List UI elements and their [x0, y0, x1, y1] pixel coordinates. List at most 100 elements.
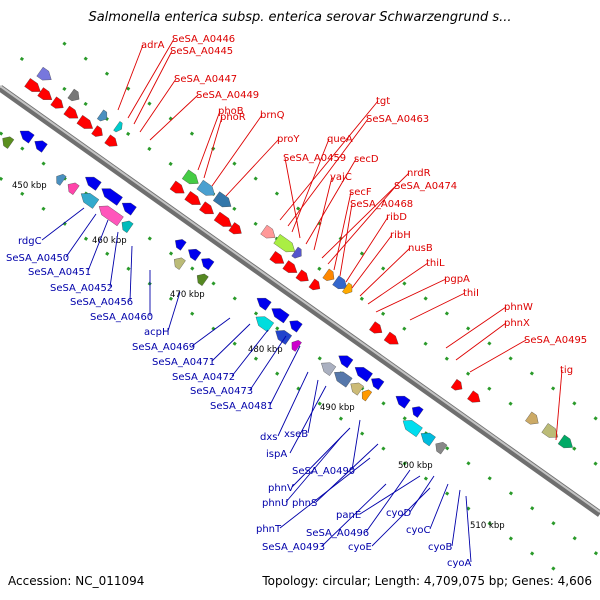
- forward-feature-block: [557, 434, 573, 449]
- forward-gene-arrow: [308, 278, 321, 291]
- forward-feature-block-shape: [342, 282, 353, 295]
- reverse-leader-line: [451, 489, 461, 547]
- guide-dot: [487, 386, 492, 391]
- reverse-gene-arrow: [101, 188, 123, 206]
- reverse-gene-arrow: [19, 130, 35, 144]
- guide-dot: [147, 146, 152, 151]
- forward-gene-arrow-shape: [269, 251, 285, 264]
- forward-gene-arrow-shape: [104, 134, 118, 147]
- guide-dot: [62, 221, 67, 226]
- forward-leader-line: [327, 185, 397, 265]
- reverse-gene-arrow-shape: [256, 297, 272, 311]
- forward-feature-block: [541, 423, 559, 438]
- forward-leader-line: [117, 44, 144, 111]
- forward-gene-label: secD: [354, 154, 379, 165]
- guide-dot: [551, 386, 556, 391]
- forward-leader-line: [133, 50, 173, 125]
- forward-leader-line: [284, 157, 301, 239]
- forward-feature-block: [36, 66, 52, 81]
- forward-gene-label: nusB: [408, 243, 433, 254]
- reverse-leader-line: [167, 291, 181, 332]
- reverse-gene-arrow-shape: [271, 308, 290, 324]
- reverse-leader-line: [249, 335, 287, 391]
- reverse-gene-arrow-shape: [34, 140, 48, 153]
- forward-gene-label: SeSA_A0445: [170, 46, 233, 57]
- reverse-leader-line: [129, 245, 133, 302]
- guide-dot: [317, 356, 322, 361]
- forward-gene-arrow: [213, 211, 232, 227]
- reverse-gene-label: SeSA_A0496: [306, 528, 369, 539]
- genome-backbone: [0, 85, 600, 517]
- guide-dot: [190, 311, 195, 316]
- reverse-gene-arrow: [175, 239, 187, 251]
- reverse-gene-arrow: [121, 202, 137, 216]
- forward-gene-arrow: [295, 269, 309, 282]
- forward-gene-label: brnQ: [260, 110, 285, 121]
- reverse-leader-line: [359, 475, 421, 515]
- reverse-feature-block: [67, 182, 80, 195]
- guide-dot: [232, 341, 237, 346]
- reverse-gene-arrow: [256, 297, 272, 311]
- reverse-leader-line: [429, 483, 449, 530]
- kbp-tick-label: 460 kbp: [92, 236, 127, 246]
- guide-dot: [402, 416, 407, 421]
- reverse-gene-arrow: [354, 367, 373, 383]
- forward-gene-label: SeSA_A0447: [174, 74, 237, 85]
- guide-dot: [380, 311, 386, 316]
- forward-gene-arrow-shape: [228, 222, 242, 235]
- forward-gene-labels: adrASeSA_A0446SeSA_A0445SeSA_A0447SeSA_A…: [117, 34, 587, 441]
- reverse-gene-label: SeSA_A0469: [132, 342, 195, 353]
- kbp-tick-label: 490 kbp: [320, 403, 355, 413]
- forward-feature-block-shape: [322, 268, 335, 281]
- forward-leader-line: [359, 247, 411, 297]
- kbp-tick-label: 510 kbp: [470, 521, 505, 531]
- forward-gene-label: ribH: [390, 230, 411, 241]
- reverse-feature-block: [2, 136, 15, 149]
- guide-dot: [381, 446, 386, 451]
- forward-feature-block-shape: [260, 224, 276, 239]
- guide-dot: [572, 446, 577, 451]
- forward-gene-arrow: [282, 260, 298, 273]
- reverse-gene-label: cyoB: [428, 542, 453, 553]
- reverse-feature-block-shape: [321, 362, 337, 376]
- reverse-feature-block-shape: [334, 371, 353, 388]
- forward-gene-label: nrdR: [407, 168, 431, 179]
- reverse-feature-block-shape: [56, 174, 67, 186]
- forward-gene-label: phoB: [218, 106, 244, 117]
- forward-gene-arrow: [91, 125, 103, 137]
- guide-dot: [317, 266, 322, 271]
- guide-dot: [445, 491, 450, 496]
- guide-dot: [423, 341, 428, 346]
- forward-leader-line: [375, 278, 447, 313]
- reverse-gene-arrow-shape: [412, 406, 424, 418]
- forward-gene-label: SeSA_A0495: [524, 335, 587, 346]
- map-title: Salmonella enterica subsp. enterica sero…: [88, 10, 512, 25]
- forward-feature-block: [213, 191, 232, 208]
- reverse-gene-arrow-shape: [101, 188, 123, 206]
- forward-gene-arrow-shape: [169, 180, 185, 194]
- forward-gene-label: thiL: [426, 258, 445, 269]
- reverse-gene-label: SeSA_A0481: [210, 401, 273, 412]
- reverse-gene-label: SeSA_A0471: [152, 357, 215, 368]
- reverse-feature-block-shape: [291, 340, 302, 352]
- guide-dot: [359, 251, 365, 256]
- guide-dot: [317, 401, 322, 406]
- guide-dot: [444, 311, 449, 316]
- reverse-leader-line: [279, 457, 371, 529]
- reverse-gene-arrow-shape: [201, 258, 215, 271]
- reverse-feature-block-shape: [435, 442, 448, 455]
- guide-dot: [253, 356, 259, 361]
- guide-dot: [232, 296, 237, 301]
- forward-feature-block: [67, 88, 80, 102]
- forward-feature-block-shape: [291, 246, 302, 259]
- forward-feature-block: [196, 179, 215, 196]
- forward-leader-line: [409, 292, 466, 321]
- guide-dot: [466, 461, 471, 466]
- guide-dot: [168, 251, 174, 256]
- forward-gene-arrow: [24, 78, 41, 92]
- forward-feature-block-shape: [557, 434, 573, 449]
- forward-gene-label: phoR: [220, 112, 246, 123]
- forward-feature-block-shape: [273, 234, 296, 253]
- reverse-leader-line: [409, 475, 435, 513]
